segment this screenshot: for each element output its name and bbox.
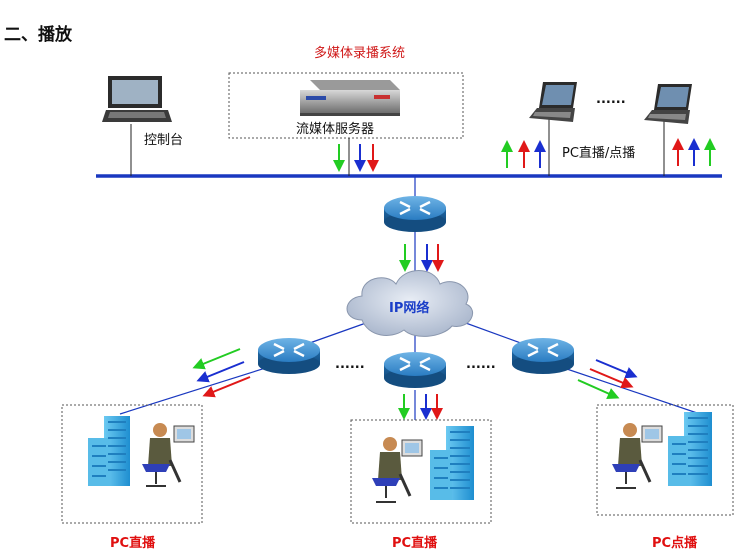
cloud-icon	[346, 270, 473, 337]
link-right-access	[554, 364, 707, 417]
console-label: 控制台	[144, 133, 184, 148]
building-icon	[88, 416, 130, 486]
building-icon	[430, 426, 474, 500]
operator-icon	[142, 423, 195, 487]
server-box	[228, 72, 464, 139]
bottom-label-right: PC点播	[652, 536, 698, 551]
page-heading: 二、播放	[4, 25, 72, 45]
operator-icon	[612, 423, 663, 489]
core-arrows	[399, 244, 444, 272]
bottom-label-middle: PC直播	[392, 536, 438, 551]
client-box-right	[596, 404, 734, 516]
bottom-label-left: PC直播	[110, 536, 156, 551]
server-arrows	[333, 144, 379, 172]
right-dots: ......	[466, 357, 496, 372]
router-icon	[512, 338, 574, 374]
server-label: 流媒体服务器	[296, 122, 375, 137]
server-icon	[300, 80, 400, 116]
top-dots: ......	[596, 92, 626, 107]
pc2-arrows	[672, 138, 716, 166]
building-icon	[668, 412, 712, 486]
client-box-left	[61, 404, 203, 524]
network-label: IP网络	[389, 301, 430, 316]
left-arrows	[192, 348, 251, 398]
link-left-access	[119, 364, 276, 415]
operator-icon	[372, 437, 423, 503]
router-icon	[384, 196, 446, 232]
right-arrows	[577, 359, 638, 400]
laptop-icon	[644, 84, 692, 124]
laptop-icon	[102, 76, 172, 122]
laptop-icon	[529, 82, 577, 122]
system-title: 多媒体录播系统	[314, 46, 406, 61]
client-box-middle	[350, 419, 492, 524]
router-icon	[258, 338, 320, 374]
router-icon	[384, 352, 446, 388]
middle-arrows	[398, 394, 443, 420]
pc-top-label: PC直播/点播	[562, 146, 636, 161]
pc1-arrows	[501, 140, 546, 168]
left-dots: ......	[335, 357, 365, 372]
